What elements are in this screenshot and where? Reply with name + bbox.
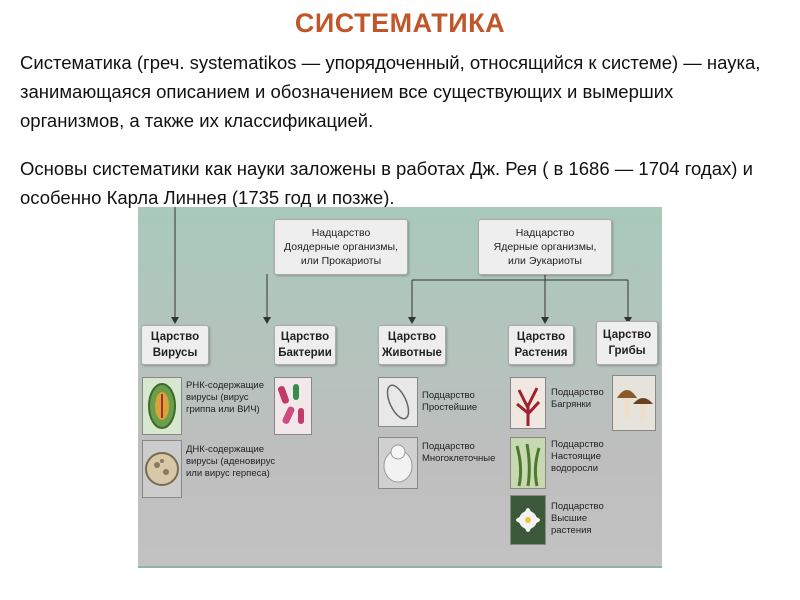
superkingdom-eukaryotes-box: Надцарство Ядерные организмы, или Эукари…: [478, 219, 612, 275]
superkingdom-label: Надцарство: [515, 227, 575, 239]
protozoa-caption: Подцарство Простейшие: [422, 390, 502, 414]
dna-virus-image: [142, 440, 182, 498]
red-algae-caption: Подцарство Багрянки: [551, 387, 611, 411]
kingdom-fungi-box: Царство Грибы: [596, 321, 658, 365]
caption-line: Подцарство: [422, 390, 475, 401]
kingdom-label: Царство: [150, 331, 200, 343]
protozoa-icon: [386, 384, 410, 420]
kingdom-plants-box: Царство Растения: [508, 325, 574, 365]
caption-line: вирусы (вирус: [186, 392, 249, 403]
connector-lines: [171, 207, 632, 324]
mushroom-icon: [617, 390, 653, 420]
multicellular-image: [378, 437, 418, 489]
kingdom-name: Животные: [382, 347, 442, 359]
caption-line: водоросли: [551, 463, 599, 474]
fungi-image: [612, 375, 656, 431]
kingdom-bacteria-box: Царство Бактерии: [274, 325, 336, 365]
caption-line: Многоклеточные: [422, 453, 496, 464]
red-algae-image: [510, 377, 546, 429]
kingdom-name: Вирусы: [152, 347, 198, 359]
caption-line: Подцарство: [551, 387, 604, 398]
superkingdom-alt-name: или Эукариоты: [508, 255, 582, 267]
algae-icon: [515, 443, 541, 487]
kingdom-viruses-box: Царство Вирусы: [141, 325, 209, 365]
true-algae-caption: Подцарство Настоящие водоросли: [551, 439, 611, 475]
caption-line: Высшие: [551, 513, 588, 524]
true-algae-image: [510, 437, 546, 489]
virus-icon: [145, 452, 179, 486]
superkingdom-label: Надцарство: [311, 227, 371, 239]
bacteria-image: [274, 377, 312, 435]
water-lily-icon: [516, 508, 540, 532]
rna-virus-image: [142, 377, 182, 435]
history-paragraph: Основы систематики как науки заложены в …: [20, 158, 753, 208]
higher-plants-caption: Подцарство Высшие растения: [551, 501, 611, 537]
protozoa-image: [378, 377, 418, 427]
higher-plants-image: [510, 495, 546, 545]
caption-line: гриппа или ВИЧ): [186, 404, 260, 415]
caption-line: растения: [551, 525, 592, 536]
kingdom-label: Царство: [516, 331, 566, 343]
bacteria-icon: [277, 384, 304, 424]
red-algae-icon: [516, 387, 541, 426]
superkingdom-name: Ядерные организмы,: [493, 241, 597, 253]
superkingdom-name: Доядерные организмы,: [284, 241, 398, 253]
kingdom-name: Бактерии: [278, 347, 332, 359]
virus-icon: [148, 383, 176, 429]
multicellular-caption: Подцарство Многоклеточные: [422, 441, 502, 465]
definition-paragraph: Систематика (греч. systematikos — упоряд…: [20, 52, 761, 131]
caption-line: Багрянки: [551, 399, 592, 410]
superkingdom-alt-name: или Прокариоты: [300, 255, 382, 267]
page-title: СИСТЕМАТИКА: [294, 8, 506, 38]
caption-line: Подцарство: [551, 501, 604, 512]
rna-virus-caption: РНК-содержащие вирусы (вирус гриппа или …: [186, 380, 286, 416]
polar-bear-icon: [383, 444, 413, 483]
caption-line: ДНК-содержащие: [186, 444, 265, 455]
caption-line: РНК-содержащие: [186, 380, 264, 391]
superkingdom-prokaryotes-box: Надцарство Доядерные организмы, или Прок…: [274, 219, 408, 275]
kingdom-label: Царство: [387, 331, 437, 343]
kingdom-animals-box: Царство Животные: [378, 325, 446, 365]
kingdom-label: Царство: [602, 329, 652, 341]
kingdom-label: Царство: [280, 331, 330, 343]
caption-line: вирусы (аденовирус: [186, 456, 276, 467]
caption-line: Простейшие: [422, 402, 478, 413]
caption-line: Подцарство: [551, 439, 604, 450]
dna-virus-caption: ДНК-содержащие вирусы (аденовирус или ви…: [186, 444, 286, 480]
caption-line: Настоящие: [551, 451, 601, 462]
kingdom-name: Грибы: [608, 345, 646, 357]
kingdom-name: Растения: [514, 347, 568, 359]
diagram-baseline: [138, 566, 662, 568]
caption-line: или вирус герпеса): [186, 468, 270, 479]
classification-diagram: Надцарство Доядерные организмы, или Прок…: [138, 207, 662, 566]
caption-line: Подцарство: [422, 441, 475, 452]
